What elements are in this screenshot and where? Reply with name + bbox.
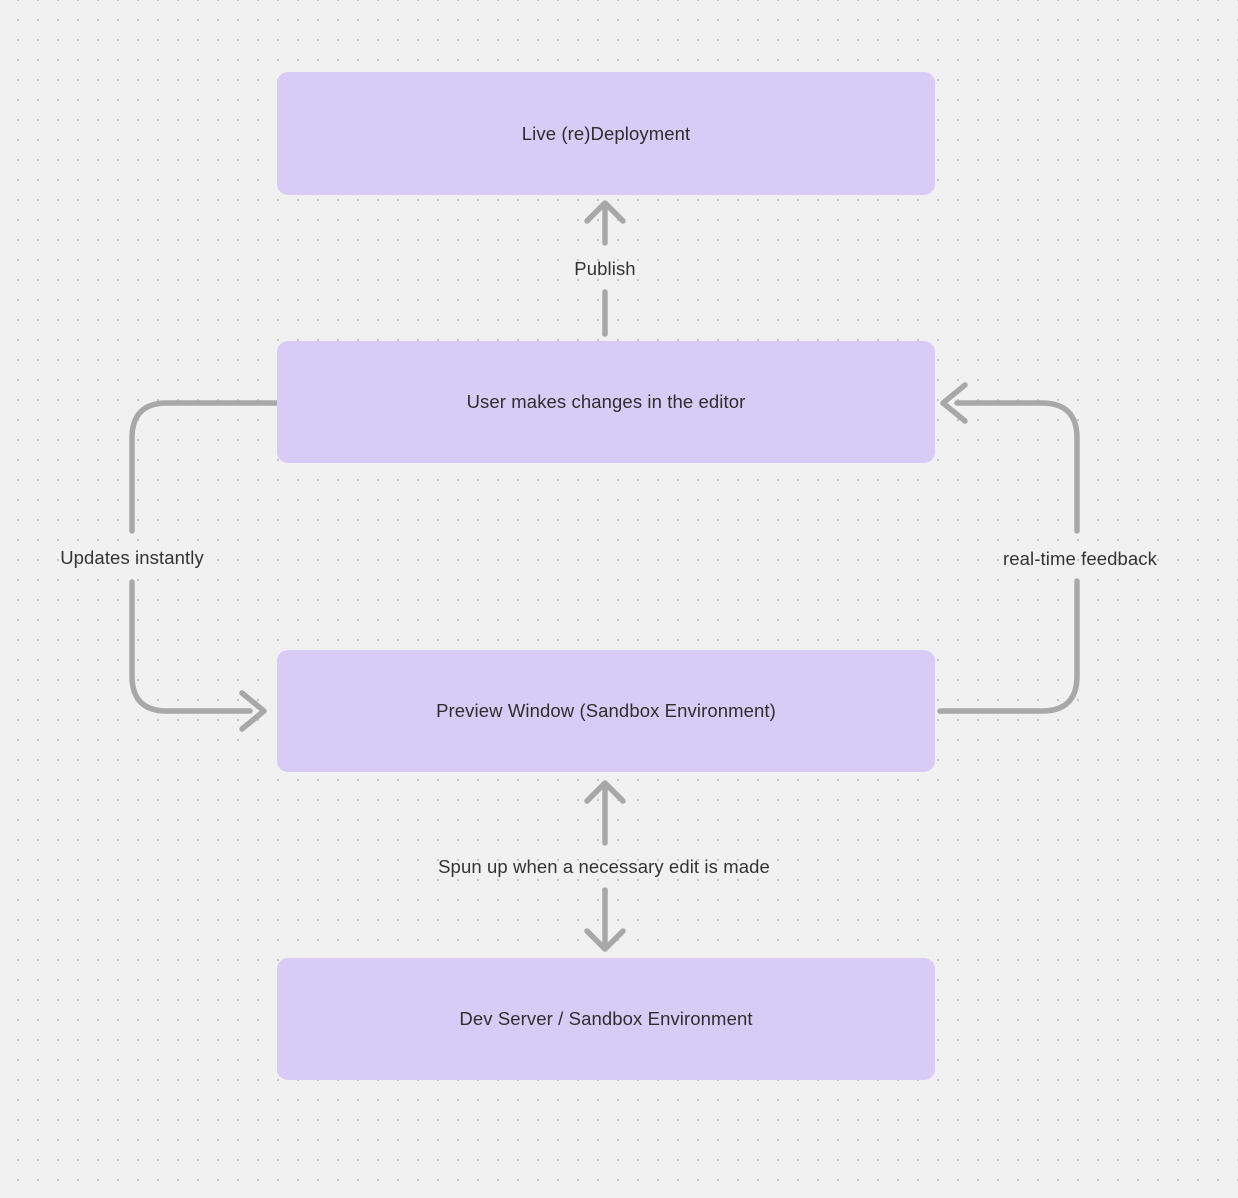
edge-label-publish[interactable]: Publish [574,258,636,279]
arrow-shaft [954,400,1080,534]
node-user-editor[interactable]: User makes changes in the editor [277,341,935,463]
arrow-shaft [129,400,280,534]
edge-label-spun-up[interactable]: Spun up when a necessary edit is made [438,856,770,877]
node-dev-server[interactable]: Dev Server / Sandbox Environment [277,958,935,1080]
edge-label-updates-instantly[interactable]: Updates instantly [60,547,204,568]
arrow-left-head-icon [940,382,968,424]
node-label: Preview Window (Sandbox Environment) [436,700,776,721]
arrow-up-head-icon [584,780,626,804]
edge-real-time-feedback-arrow[interactable] [937,382,1080,714]
node-label: User makes changes in the editor [466,391,746,412]
node-preview-window[interactable]: Preview Window (Sandbox Environment) [277,650,935,772]
edge-publish-arrow[interactable] [584,200,626,337]
node-label: Dev Server / Sandbox Environment [459,1008,753,1029]
node-label: Live (re)Deployment [521,122,691,144]
edge-label-real-time-feedback[interactable]: real-time feedback [1003,548,1157,569]
node-live-deployment[interactable]: Live (re)Deployment [277,72,935,195]
edge-updates-instantly-arrow[interactable] [129,400,280,732]
edge-spun-up-arrow[interactable] [584,780,626,952]
arrow-up-head-icon [584,200,626,224]
arrow-right-head-icon [239,690,267,732]
arrow-shaft [129,579,253,714]
arrow-down-head-icon [584,928,626,952]
arrow-shaft [937,578,1080,714]
